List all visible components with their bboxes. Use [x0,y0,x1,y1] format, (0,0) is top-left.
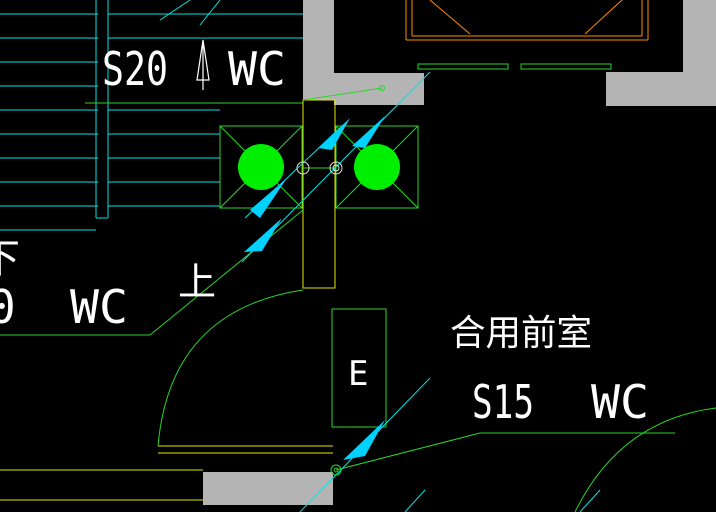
node-markers [296,161,343,476]
smoke-detector-right [335,125,419,209]
node-marker [332,164,340,172]
stair-down-fragment: 下 [0,236,20,282]
staircase [0,0,303,231]
lobby-wc-label: WC [591,375,649,429]
wall-block-right-ledge [606,72,686,106]
flow-arrow-icon [250,178,287,218]
door-frame-upper [302,99,336,289]
door-swing-arc [157,289,304,447]
stair-wc-label: WC [228,42,286,96]
leader-lines [0,63,716,512]
flow-line [404,489,426,512]
flow-line [579,489,601,512]
stair-break-line [159,0,191,21]
column-arc [574,407,716,512]
wall-block-top-center [303,0,334,100]
node-marker [296,161,310,175]
vent-slot [520,63,612,70]
leader-line [149,209,304,336]
flow-arrow-icon [244,218,282,252]
elevator-mark-label: E [348,354,368,394]
smoke-detector-left [219,125,303,209]
stair-fragment-label: 0 [0,280,16,334]
lobby-name-label: 合用前室 [450,313,592,354]
elevator-shaft-diagonal [584,0,623,35]
wall-block-bottom [203,472,333,505]
stair-code-label: S20 [102,42,168,96]
leader-node [379,85,385,91]
stair-up-label: 上 [178,260,216,304]
vent-slot [417,63,509,70]
node-marker [330,464,342,476]
node-marker [333,467,339,473]
stair-left-wc-label: WC [70,280,128,334]
stair-break-line [199,0,221,26]
node-marker [329,161,343,175]
up-arrow-icon [196,39,210,90]
elevator-shaft-diagonal [429,0,471,35]
lobby-code-label: S15 [472,375,534,429]
smoke-detector-icon [238,144,284,190]
flow-arrow-icon [352,116,385,148]
flow-arrow-icon [343,420,385,460]
wall-block-top-right [683,0,716,106]
leader-line [302,87,383,101]
wall-blocks [203,0,716,505]
door-frames [0,99,336,501]
flow-arrow-icon [318,118,350,150]
smoke-detector-icon [354,144,400,190]
flow-arrows [244,116,385,460]
elevator-indicator-box [331,308,387,428]
leader-line [335,432,481,471]
wall-block-ledge [334,73,424,105]
